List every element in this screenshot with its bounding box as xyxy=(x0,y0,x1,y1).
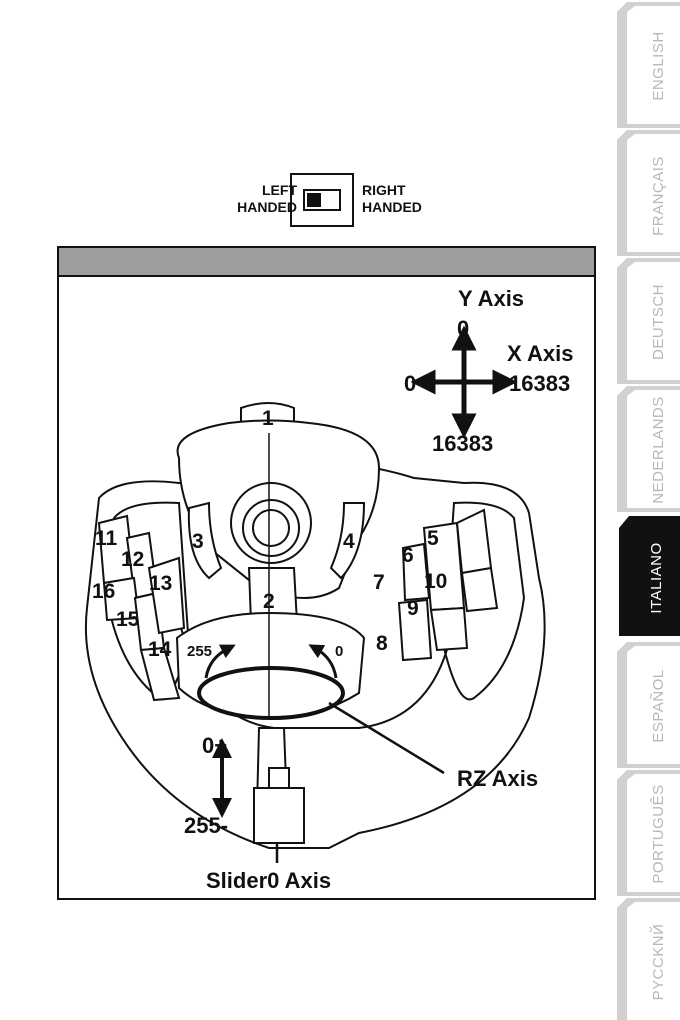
button-number-9: 9 xyxy=(407,597,419,620)
button-number-8: 8 xyxy=(376,632,388,655)
tab-francais[interactable]: FRANÇAIS xyxy=(617,130,680,256)
handedness-switch-illustration: LEFT HANDED RIGHT HANDED xyxy=(210,170,440,230)
tab-label-english: ENGLISH xyxy=(650,31,667,100)
button-number-4: 4 xyxy=(343,530,355,553)
tab-russian[interactable]: PYCCKNЙ xyxy=(617,898,680,1020)
button-number-12: 12 xyxy=(121,548,144,571)
left-handed-label: LEFT HANDED xyxy=(237,182,297,216)
slider-top-value: 0+ xyxy=(202,733,227,758)
left-label-line1: LEFT xyxy=(237,182,297,199)
left-label-line2: HANDED xyxy=(237,199,297,216)
x-axis-min: 0 xyxy=(404,371,416,396)
slider-axis-label: Slider0 Axis xyxy=(206,868,331,893)
tab-espanol[interactable]: ESPAÑOL xyxy=(617,642,680,768)
xy-axis-arrows xyxy=(423,338,505,426)
button-number-16: 16 xyxy=(92,580,115,603)
tab-italiano[interactable]: ITALIANO xyxy=(619,516,680,636)
tab-label-portugues: PORTUGUÊS xyxy=(650,784,667,883)
button-number-13: 13 xyxy=(149,572,172,595)
tab-label-francais: FRANÇAIS xyxy=(650,156,667,236)
button-number-3: 3 xyxy=(192,530,204,553)
joystick-diagram: Y Axis 0 X Axis 0 16383 16383 RZ Axis 25… xyxy=(57,246,596,900)
button-number-6: 6 xyxy=(402,544,414,567)
button-number-5: 5 xyxy=(427,527,439,550)
slider-bottom-value: 255- xyxy=(184,813,228,838)
button-number-2: 2 xyxy=(263,590,275,613)
switch-icon xyxy=(290,173,354,227)
button-number-10: 10 xyxy=(424,570,447,593)
tab-label-espanol: ESPAÑOL xyxy=(650,669,667,742)
x-axis-label: X Axis xyxy=(507,341,573,366)
y-axis-min: 0 xyxy=(457,316,469,341)
rz-left-value: 255 xyxy=(187,643,212,660)
button-number-11: 11 xyxy=(95,527,118,550)
rz-axis-label: RZ Axis xyxy=(457,766,538,791)
tab-label-deutsch: DEUTSCH xyxy=(650,284,667,360)
joystick-illustration: Y Axis 0 X Axis 0 16383 16383 RZ Axis 25… xyxy=(59,248,594,898)
y-axis-max: 16383 xyxy=(432,431,493,456)
switch-slot xyxy=(303,189,341,211)
tab-nederlands[interactable]: NEDERLANDS xyxy=(617,386,680,512)
button-number-14: 14 xyxy=(148,638,172,661)
tab-label-russian: PYCCKNЙ xyxy=(649,924,667,1001)
language-tab-strip: ENGLISH FRANÇAIS DEUTSCH NEDERLANDS ITAL… xyxy=(605,0,680,1020)
right-label-line1: RIGHT xyxy=(362,182,422,199)
tab-portugues[interactable]: PORTUGUÊS xyxy=(617,770,680,896)
button-number-15: 15 xyxy=(116,608,140,631)
tab-english[interactable]: ENGLISH xyxy=(617,2,680,128)
right-label-line2: HANDED xyxy=(362,199,422,216)
tab-label-italiano: ITALIANO xyxy=(648,542,665,613)
button-number-1: 1 xyxy=(262,407,274,430)
button-number-7: 7 xyxy=(373,571,385,594)
rz-right-value: 0 xyxy=(335,643,343,660)
switch-knob xyxy=(307,193,321,207)
x-axis-max: 16383 xyxy=(509,371,570,396)
right-handed-label: RIGHT HANDED xyxy=(362,182,422,216)
y-axis-label: Y Axis xyxy=(458,286,524,311)
tab-label-nederlands: NEDERLANDS xyxy=(650,396,667,504)
tab-deutsch[interactable]: DEUTSCH xyxy=(617,258,680,384)
